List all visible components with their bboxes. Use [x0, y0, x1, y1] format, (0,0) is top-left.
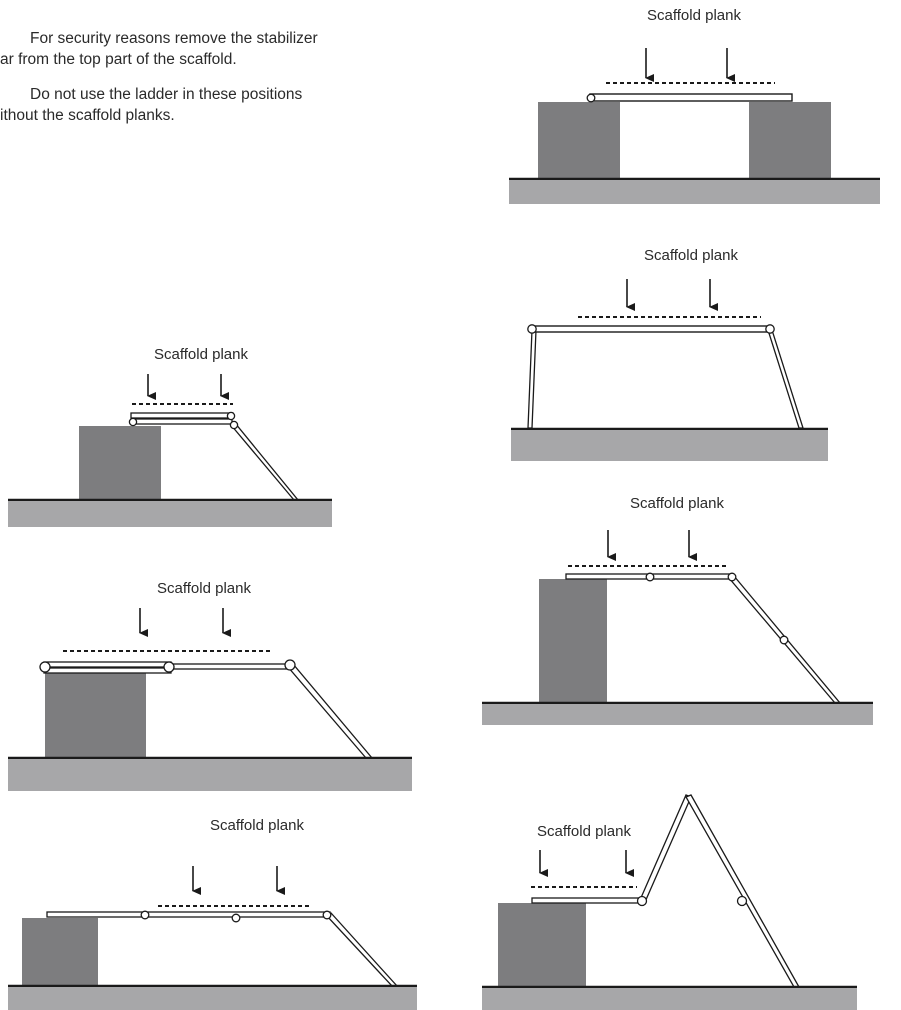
ladder-leg-right: [767, 329, 804, 429]
ladder-plank-bottom: [132, 418, 233, 425]
ladder-plank: [531, 897, 642, 904]
ground: [509, 180, 880, 204]
ground: [8, 987, 417, 1010]
ladder-plank-top: [43, 661, 172, 668]
block: [79, 426, 161, 500]
instruction-line: For security reasons remove the stabiliz…: [30, 30, 318, 47]
ground: [8, 759, 412, 791]
figure-a-frame-with-plank: Scaffold plank: [482, 794, 857, 1010]
ladder-plank: [589, 93, 793, 102]
ground: [8, 501, 332, 527]
hinge: [586, 93, 596, 103]
block: [539, 579, 607, 703]
hinge: [736, 895, 748, 907]
hinge: [229, 420, 239, 430]
instruction-line: ar from the top part of the scaffold.: [0, 51, 237, 68]
ground: [482, 704, 873, 725]
ladder-plank: [46, 911, 331, 918]
ladder-leg-left: [527, 329, 537, 429]
ground: [482, 988, 857, 1010]
figure-tall-block-with-leg: Scaffold plank: [482, 495, 873, 725]
instruction-planks: Do not use the ladder in these positions…: [0, 84, 425, 126]
scaffold-plank-label: Scaffold plank: [644, 247, 738, 264]
hinge: [765, 324, 775, 334]
scaffold-plank-label: Scaffold plank: [210, 817, 304, 834]
ladder-leg: [287, 663, 374, 759]
ladder-plank-bottom: [43, 667, 172, 674]
hinge: [39, 661, 51, 673]
scaffold-plank-label: Scaffold plank: [157, 580, 251, 597]
hinge: [163, 661, 175, 673]
ladder-leg: [229, 422, 300, 501]
ladder-leg: [324, 912, 399, 987]
figure-block-with-leg: Scaffold plank: [8, 346, 332, 527]
hinge: [128, 417, 138, 427]
instruction-stabilizer: For security reasons remove the stabiliz…: [0, 28, 425, 70]
ladder-leg-down: [685, 794, 801, 988]
instruction-line: ithout the scaffold planks.: [0, 107, 175, 124]
hinge: [231, 913, 241, 923]
scaffold-plank-label: Scaffold plank: [647, 7, 741, 24]
hinge: [636, 895, 648, 907]
figure-long-plank-with-leg: Scaffold plank: [8, 817, 417, 1010]
hinge: [284, 659, 296, 671]
instruction-line: Do not use the ladder in these positions: [30, 86, 303, 103]
hinge: [527, 324, 537, 334]
hinge: [140, 910, 150, 920]
hinge: [322, 910, 332, 920]
scaffold-plank-label: Scaffold plank: [537, 823, 631, 840]
figure-plank-between-blocks: Scaffold plank: [509, 7, 880, 204]
ladder-leg-up: [639, 794, 692, 903]
hinge: [779, 635, 789, 645]
hinge: [727, 572, 737, 582]
ladder-plank: [531, 325, 771, 333]
block-left: [538, 102, 620, 179]
scaffold-plank-label: Scaffold plank: [630, 495, 724, 512]
ladder-plank-top: [130, 412, 234, 419]
ladder-plank-extension: [168, 663, 291, 670]
block: [498, 903, 586, 987]
hinge: [226, 411, 236, 421]
scaffold-plank-label: Scaffold plank: [154, 346, 248, 363]
hinge: [645, 572, 655, 582]
figure-extended-plank-with-leg: Scaffold plank: [8, 580, 412, 791]
block-right: [749, 102, 831, 179]
block: [45, 673, 146, 758]
ground: [511, 430, 828, 461]
block: [22, 918, 98, 986]
figure-trapezoid: Scaffold plank: [511, 247, 828, 461]
